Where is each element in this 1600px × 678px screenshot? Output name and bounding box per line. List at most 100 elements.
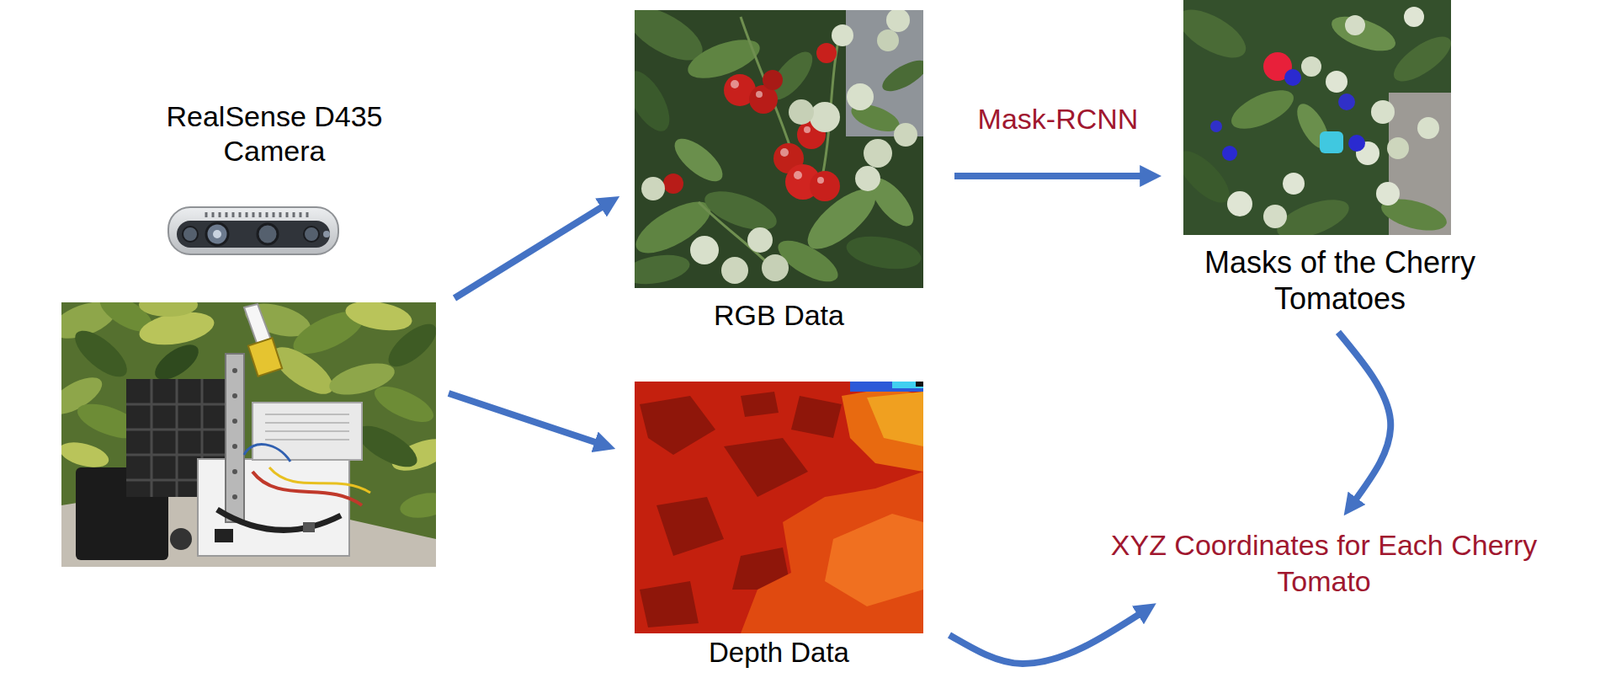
- robot-photo-part-part: [232, 418, 238, 424]
- mask-photo-part-part: [1301, 56, 1322, 77]
- rgb-photo-part-part: [683, 31, 766, 87]
- rgb-photo-part-part: [816, 42, 837, 64]
- mask-photo-part-part: [1371, 100, 1395, 124]
- rgb-photo-part: [634, 10, 924, 288]
- robot-photo-part: [252, 471, 362, 505]
- camera-illustration-part-part: [252, 212, 256, 218]
- robot-photo-part: [61, 302, 436, 567]
- depth-map-part-part: [656, 496, 724, 556]
- mask-photo-part-part: [1325, 70, 1348, 93]
- robot-photo-part-part: [382, 316, 436, 374]
- output-text-node: XYZ Coordinates for Each Cherry Tomato: [1079, 523, 1569, 602]
- mask-photo-part: [1210, 52, 1366, 161]
- mask-photo-part-part: [1344, 15, 1366, 36]
- flow-arrow: [454, 203, 607, 298]
- rgb-photo-part-part: [844, 230, 924, 274]
- camera-illustration-part-part: [299, 212, 303, 218]
- robot-photo-part-part: [68, 322, 135, 384]
- depth-map-part: [841, 387, 924, 472]
- rgb-photo-part-part: [846, 83, 874, 111]
- robot-photo-part: [214, 528, 234, 543]
- robot-photo-part-part: [138, 302, 198, 317]
- robot-photo-part: [170, 527, 192, 550]
- rgb-photo-part-part: [788, 99, 814, 125]
- mask-photo-part-part: [1387, 137, 1409, 160]
- camera-illustration-part-part: [286, 212, 289, 218]
- node-caption: Depth Data: [634, 636, 924, 669]
- rgb-photo-part-part: [641, 176, 665, 201]
- rgb-photo-part-part: [761, 254, 789, 282]
- node-caption: XYZ Coordinates for Each Cherry Tomato: [1083, 526, 1565, 599]
- rgb-photo-part: [641, 10, 918, 284]
- rgb-photo-part-part: [863, 138, 893, 168]
- depth-map-part-part: [639, 580, 699, 628]
- camera-illustration-part-part: [245, 212, 249, 218]
- flow-arrow: [1338, 331, 1391, 503]
- mask-photo-part-part: [1376, 181, 1400, 206]
- depth-map-part: [892, 381, 924, 389]
- robot-photo-part: [302, 521, 315, 532]
- rgb-photo-part-part: [663, 173, 684, 194]
- robot-photo-part-part: [369, 378, 436, 429]
- mask-photo-part-part: [1282, 172, 1305, 195]
- node-caption: Masks of the Cherry Tomatoes: [1166, 244, 1514, 317]
- flow-arrow: [949, 611, 1143, 664]
- camera-illustration-part-part: [259, 212, 262, 218]
- mask-photo-part: [1183, 0, 1452, 235]
- camera-illustration-part: [323, 230, 330, 238]
- robot-photo-part: [244, 444, 291, 462]
- robot-photo-part-part: [265, 421, 350, 424]
- flow-arrow: [448, 393, 601, 444]
- mask-photo-part-part: [1263, 204, 1287, 229]
- robot-photo-part-part: [232, 367, 238, 373]
- camera-illustration-part: [176, 220, 330, 248]
- rgb-photo-part-part: [755, 90, 763, 98]
- camera-illustration-part: [257, 223, 278, 245]
- camera-illustration-part-part: [292, 212, 296, 218]
- rgb-photo-part-part: [809, 101, 840, 133]
- camera-illustration-part: [303, 226, 319, 242]
- depth-map-part: [866, 391, 924, 447]
- mask-photo-part-part: [1227, 191, 1253, 217]
- rgb-photo-part-part: [817, 176, 824, 184]
- camera-illustration-part: [212, 229, 222, 239]
- camera-illustration-part-part: [272, 212, 276, 218]
- rgb-photo-part-part: [793, 170, 803, 180]
- rgb-photo-part-part: [634, 63, 679, 138]
- mask-image-panel: Masks of the Cherry Tomatoes: [1166, 0, 1514, 317]
- depth-map-part-part: [639, 395, 716, 455]
- depth-map-part: [740, 471, 924, 633]
- robot-photo-part: [269, 467, 371, 493]
- node-caption: RealSense D435 Camera: [143, 99, 405, 169]
- edge-label: Mask-RCNN: [974, 101, 1143, 137]
- robot-photo-part-part: [343, 302, 415, 335]
- camera-illustration-part-part: [265, 212, 269, 218]
- mask-photo-part-part: [1403, 6, 1425, 27]
- camera-illustration-part-part: [279, 212, 282, 218]
- depth-map-part: [915, 381, 924, 387]
- flow-arrow: [954, 172, 1147, 180]
- rgb-photo-part-part: [855, 165, 881, 192]
- camera-panel: RealSense D435 Camera: [61, 99, 436, 567]
- mask-photo-part-part: [1210, 120, 1223, 133]
- robot-photo-part-part: [398, 489, 436, 521]
- camera-illustration-part: [168, 207, 339, 255]
- depth-map: [634, 381, 924, 633]
- mask-photo-part-part: [1327, 9, 1400, 58]
- robot-photo-part: [232, 367, 238, 500]
- rgb-photo-part-part: [721, 256, 749, 284]
- robot-photo-part-part: [175, 378, 179, 497]
- mask-photo-part-part: [1417, 116, 1440, 139]
- rgb-photo-part-part: [747, 227, 773, 253]
- depth-image-panel: Depth Data: [634, 381, 924, 669]
- depth-map-part: [634, 381, 924, 633]
- camera-illustration-part: [182, 226, 198, 242]
- rgb-photo-part-part: [893, 122, 918, 147]
- mask-photo-part-part: [1319, 131, 1344, 154]
- camera-illustration-part: [206, 223, 229, 245]
- robot-photo-part: [252, 402, 362, 460]
- rgb-photo-part-part: [690, 235, 719, 265]
- rgb-photo-part-part: [634, 249, 692, 288]
- depth-map-part-part: [791, 395, 842, 438]
